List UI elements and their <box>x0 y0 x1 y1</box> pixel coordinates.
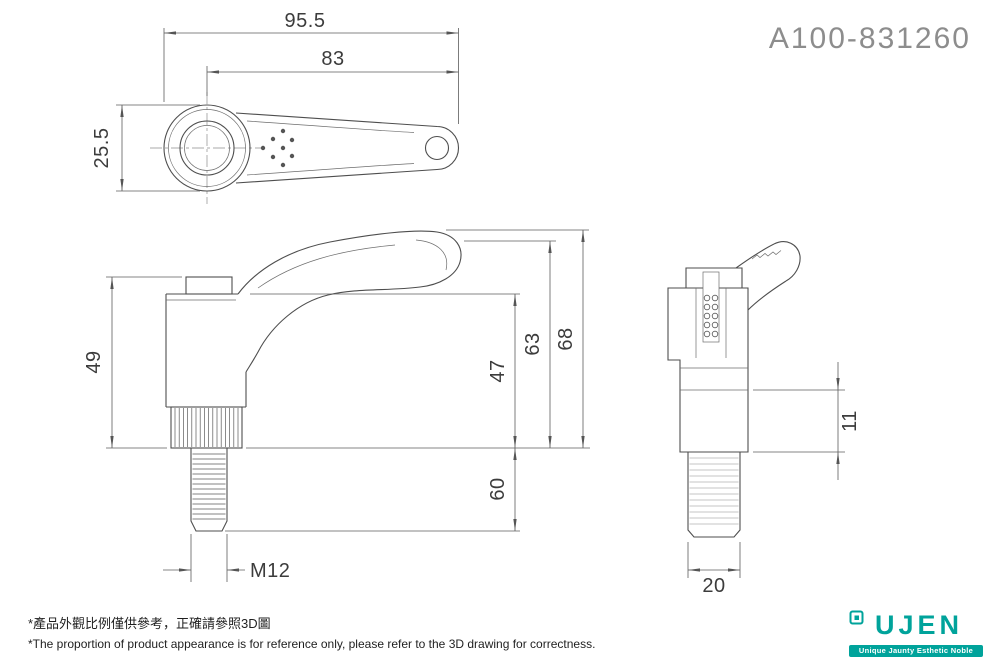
dim-63-label: 63 <box>522 332 544 355</box>
grip-dot <box>289 153 295 159</box>
grip-dot <box>280 128 286 134</box>
section-stud <box>687 451 741 538</box>
dim-step: 11 <box>753 362 861 480</box>
dim-20-label: 20 <box>702 575 725 597</box>
detent-ball <box>711 303 719 311</box>
handle-outline <box>237 230 462 373</box>
bore-chamfer-circle <box>184 125 230 171</box>
grip-dots <box>260 128 295 168</box>
dim-center-distance-label: 83 <box>321 48 344 70</box>
footer-notes: *產品外觀比例僅供參考，正確請參照3D圖 *The proportion of … <box>28 613 595 651</box>
detent-ball <box>703 321 711 329</box>
knurl-lines <box>174 408 239 447</box>
detent-ball <box>711 294 719 302</box>
thread-lines <box>192 453 226 520</box>
side-section-view: 11 20 <box>667 241 861 597</box>
grip-dot <box>280 145 286 151</box>
grip-dot <box>270 136 276 142</box>
arm-bottom-edge <box>747 280 787 311</box>
dim-thread-length: 60 <box>225 448 520 532</box>
dim-thread-size: M12 <box>163 534 290 582</box>
dim-overall-length: 95.5 <box>163 10 459 124</box>
dim-47-label: 47 <box>487 359 509 382</box>
dim-68: 68 <box>446 229 589 448</box>
detent-ball <box>703 294 711 302</box>
dim-m12-label: M12 <box>250 560 290 582</box>
detent-ball <box>703 330 711 338</box>
dim-11-label: 11 <box>839 410 861 432</box>
detent-ball <box>703 303 711 311</box>
boss-outer-circle <box>163 104 251 192</box>
side-thread-lines <box>689 457 739 525</box>
note-chinese: *產品外觀比例僅供參考，正確請參照3D圖 <box>28 616 271 631</box>
lever-arm-inner-top <box>246 120 415 133</box>
dim-49-label: 49 <box>83 350 105 373</box>
dim-overall-length-label: 95.5 <box>285 10 326 32</box>
ujen-logo: UJEN Unique Jaunty Esthetic Noble <box>849 610 983 657</box>
dim-center-distance: 83 <box>206 48 459 96</box>
ujen-logo-text: UJEN <box>874 610 964 640</box>
dim-68-label: 68 <box>555 327 577 350</box>
threaded-stud <box>190 448 228 532</box>
grip-dot <box>280 162 286 168</box>
arm-serrations <box>751 250 782 260</box>
arm-end-cap <box>773 241 801 282</box>
dim-47: 47 <box>250 293 520 448</box>
detent-ball <box>711 312 719 320</box>
knurled-nut <box>170 406 243 449</box>
dim-body-height-left: 49 <box>83 276 182 449</box>
detent-balls <box>703 294 719 338</box>
dim-63: 63 <box>464 240 556 448</box>
grip-dot <box>270 154 276 160</box>
boss-secondary-circle <box>168 109 246 187</box>
lever-end-hole <box>424 135 450 161</box>
top-view: 95.5 83 25.5 <box>91 10 460 204</box>
detent-ball <box>711 330 719 338</box>
handle-tip-inner-arc <box>415 239 448 271</box>
dim-60-label: 60 <box>487 477 509 500</box>
dim-stud-width: 20 <box>687 542 741 597</box>
section-slot <box>702 271 720 343</box>
ujen-logo-tagline: Unique Jaunty Esthetic Noble <box>849 645 983 657</box>
dim-boss-width: 25.5 <box>91 104 200 192</box>
section-body <box>667 287 749 453</box>
top-cap <box>185 276 233 295</box>
lever-arm-outline <box>235 112 460 184</box>
arm-top-edge <box>735 243 775 269</box>
detent-ball <box>703 312 711 320</box>
dim-boss-width-label: 25.5 <box>91 128 113 169</box>
bore-circle <box>179 120 235 176</box>
grip-dot <box>289 137 295 143</box>
note-english: *The proportion of product appearance is… <box>28 637 596 651</box>
lever-arm-inner-bottom <box>246 163 415 176</box>
handle-inner-line <box>257 244 396 289</box>
detent-ball <box>711 321 719 329</box>
part-number: A100-831260 <box>768 22 971 55</box>
front-view: 49 47 63 68 <box>83 229 590 582</box>
grip-dot <box>260 145 266 151</box>
